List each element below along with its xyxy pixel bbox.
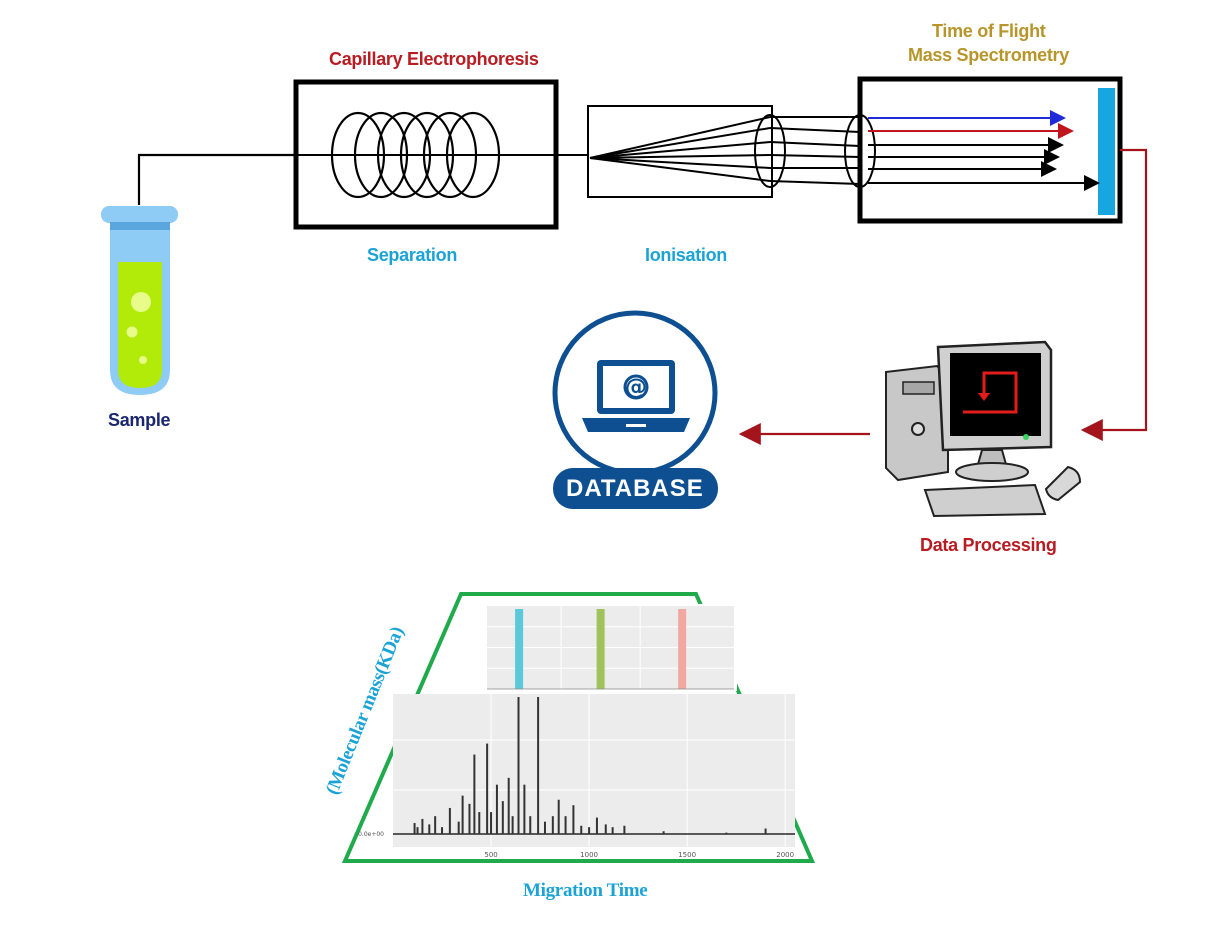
spectrum-peak (457, 821, 460, 834)
database-label: DATABASE (566, 475, 704, 502)
spectrum-peak (413, 823, 416, 834)
spectrum-peak (441, 827, 444, 834)
spectrum-peak (662, 831, 665, 834)
capillary-coil (330, 111, 501, 199)
spectrum-peak (495, 784, 498, 834)
spectrum-peak (507, 777, 510, 834)
desktop-computer-icon (885, 340, 1082, 518)
spectrum-peak (434, 816, 437, 834)
spectrum-peak (764, 828, 767, 834)
spectrum-peak (421, 818, 424, 834)
spectrum-peak (416, 827, 419, 834)
spectrum-peak (478, 812, 481, 834)
inset-spectrum-panel (473, 604, 737, 691)
spectrum-peak (564, 816, 567, 834)
spectrum-peak (557, 799, 560, 834)
tof-label-line2: Mass Spectrometry (908, 45, 1069, 65)
flow-arrow-to-processing (1080, 148, 1148, 441)
spectrum-peak (529, 816, 532, 834)
x-tick-label: 500 (484, 851, 497, 859)
spectrum-peak (523, 784, 526, 834)
spectrum-peak (473, 754, 476, 834)
spectrum-peak (611, 827, 614, 834)
spectrum-peak (517, 697, 520, 834)
x-tick-label: 2000 (776, 851, 794, 859)
spectrum-peak (468, 803, 471, 834)
spectrum-peak (486, 743, 489, 834)
spectrum-peak (623, 825, 626, 834)
chart-frame (341, 592, 816, 863)
sample-label: Sample (108, 410, 171, 430)
spectrum-peak (448, 807, 451, 834)
svg-text:@: @ (625, 375, 647, 400)
spectrum-peak (543, 821, 546, 834)
test-tube-icon (101, 206, 178, 395)
migration-time-label: Migration Time (523, 880, 648, 901)
detector-plate (1098, 88, 1115, 215)
spectrum-peak (428, 824, 431, 834)
x-tick-label: 1000 (580, 851, 598, 859)
data-processing-label: Data Processing (920, 535, 1057, 555)
ionisation-label: Ionisation (645, 245, 727, 265)
y-tick-label: 0.0e+00 (358, 831, 384, 838)
spectrum-peak (572, 805, 575, 834)
spectrum-peak (588, 827, 591, 834)
spectrum-peak (580, 825, 583, 834)
spectrum-peak (511, 816, 514, 834)
database-icon: @ (552, 310, 718, 509)
spectrum-peak (725, 832, 728, 834)
main-spectrum-panel: 0.0e+00 500 1000 1500 2000 (358, 694, 795, 859)
spectrum-peak (595, 817, 598, 834)
inset-bar (515, 609, 524, 689)
separation-label: Separation (367, 245, 458, 265)
capillary-box (293, 79, 590, 230)
inset-bar (596, 609, 605, 689)
spectrum-peak (490, 812, 493, 834)
tof-box (857, 76, 1123, 224)
tof-label-line1: Time of Flight (932, 21, 1046, 41)
spectrum-peak (461, 795, 464, 834)
x-tick-label: 1500 (678, 851, 696, 859)
inset-bar (678, 609, 687, 689)
spectrum-peak (551, 816, 554, 834)
capillary-electrophoresis-label: Capillary Electrophoresis (329, 49, 539, 69)
spectrum-peak (501, 801, 504, 834)
ion-beam (589, 114, 876, 188)
spectrum-peak (537, 697, 540, 834)
sample-feed-line (137, 153, 335, 205)
spectrum-peak (604, 824, 607, 834)
